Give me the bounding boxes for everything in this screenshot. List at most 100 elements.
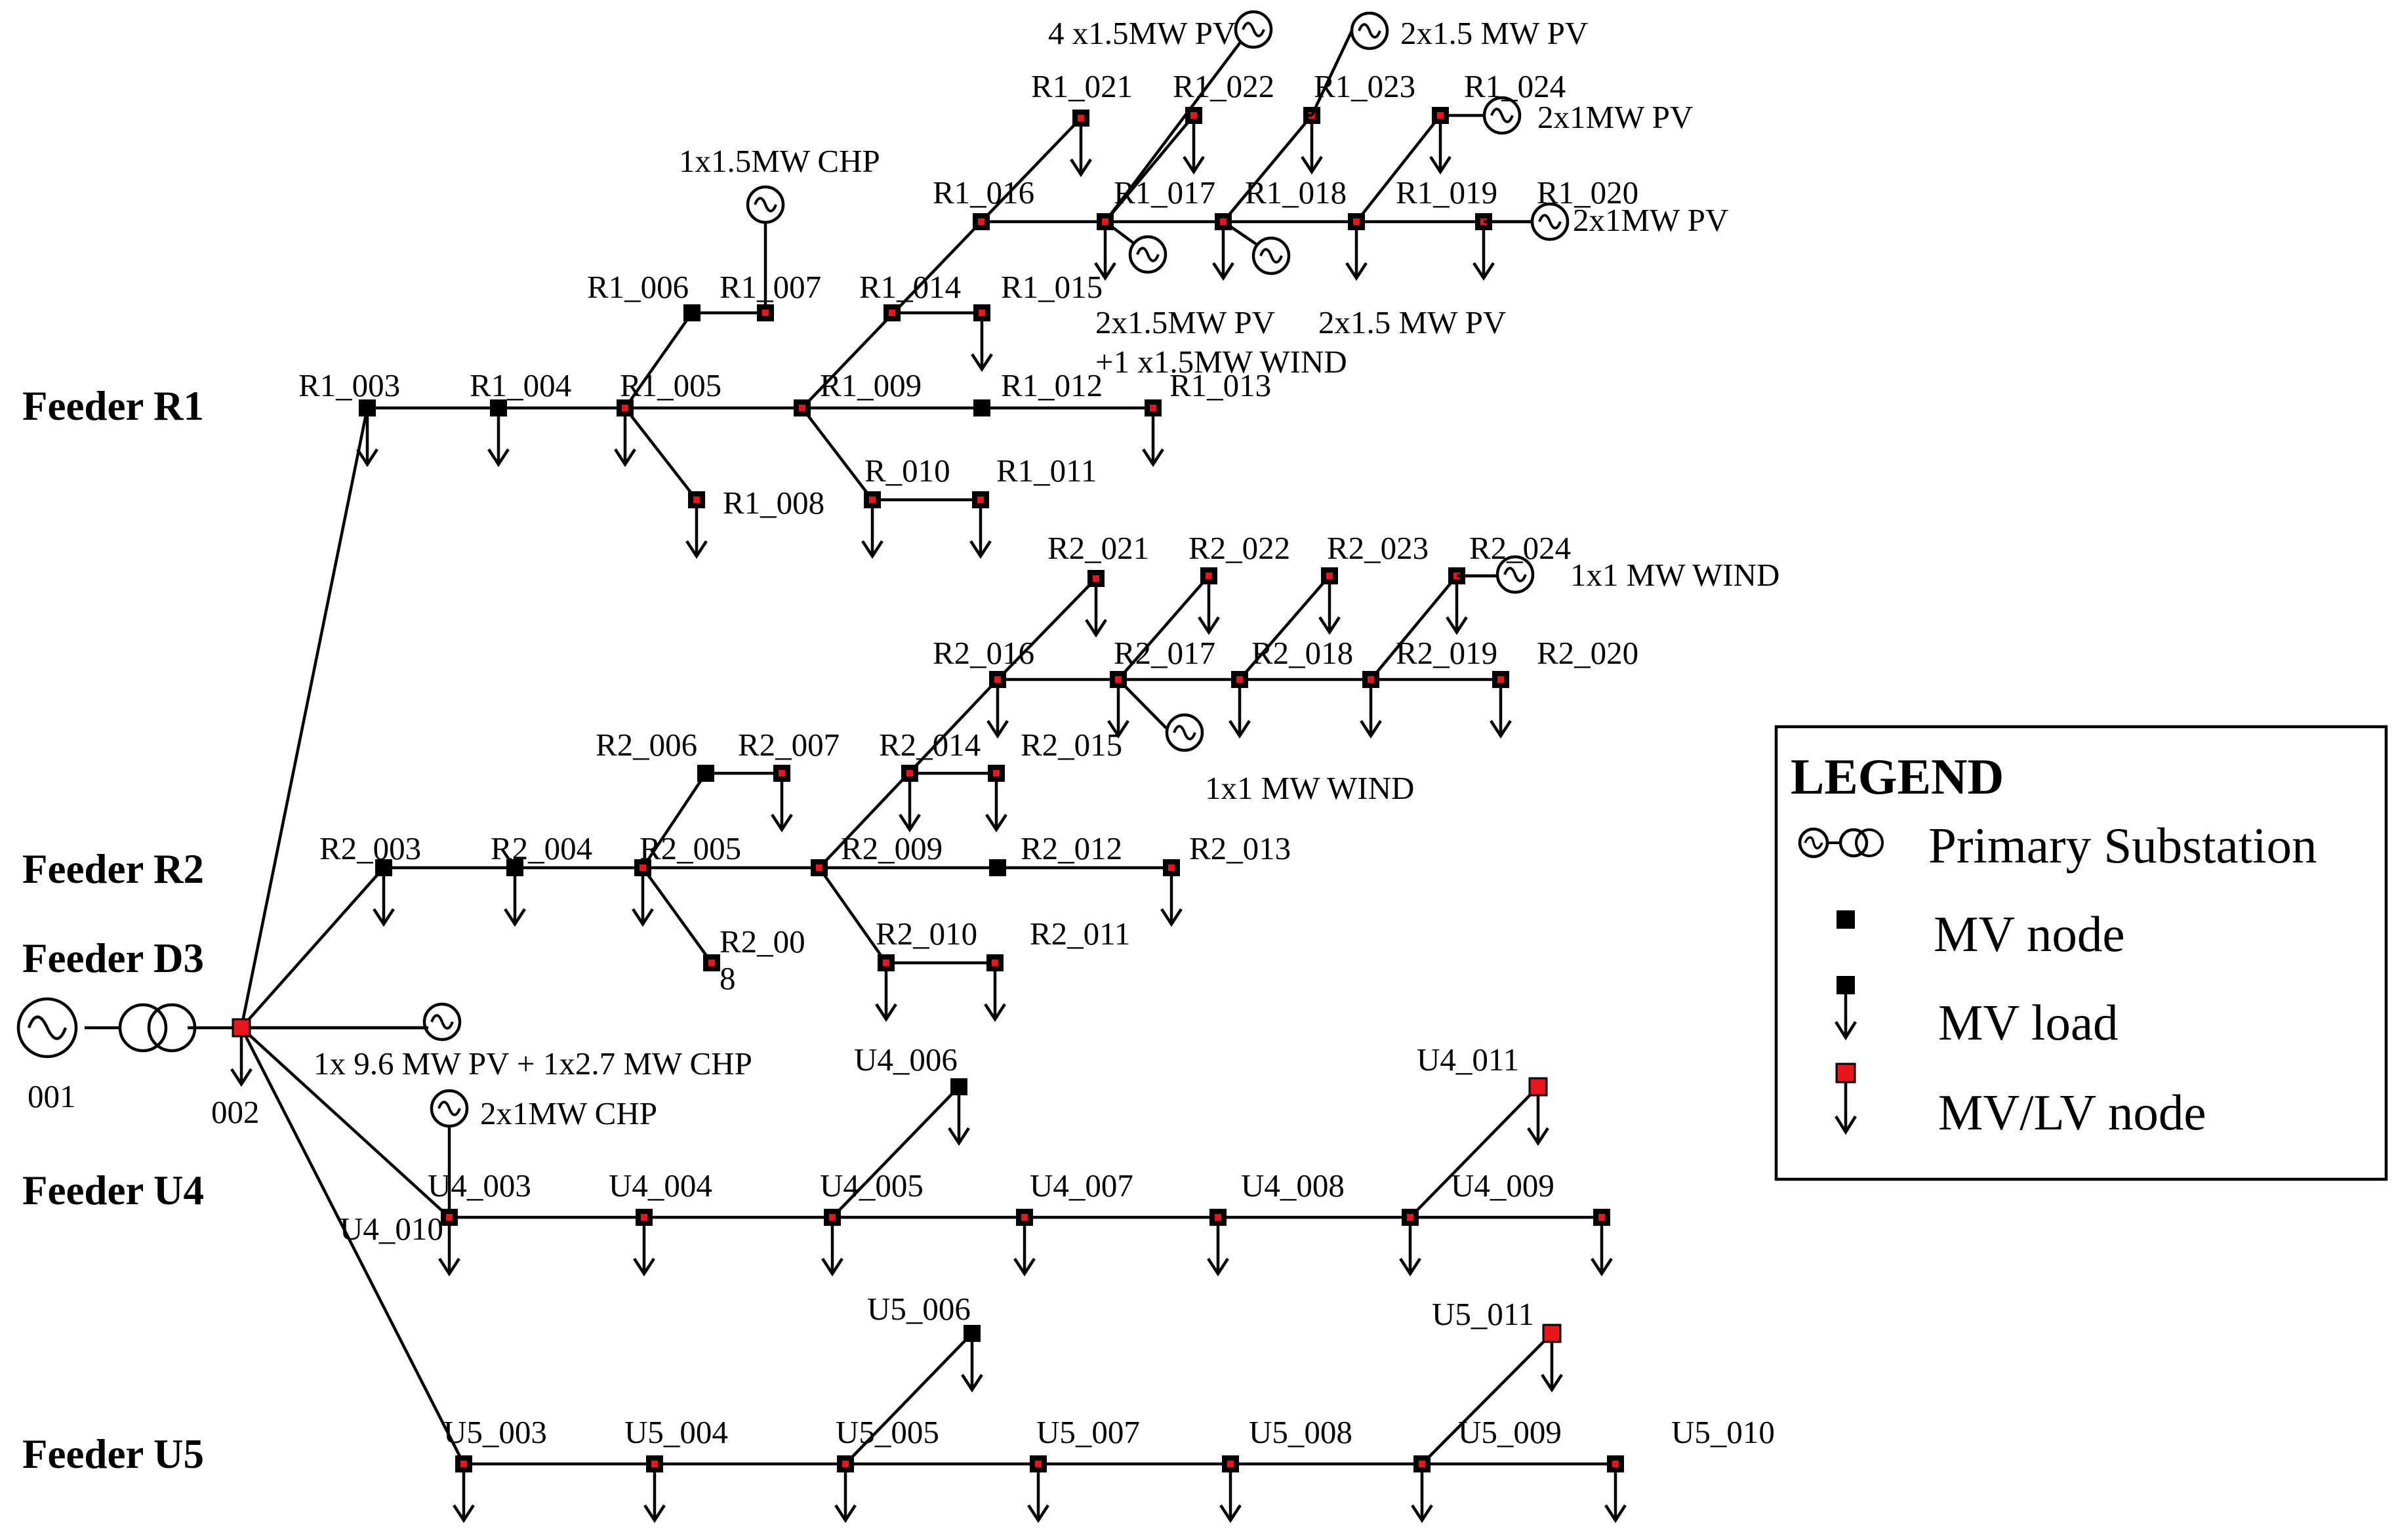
node-label: U4_004 <box>609 1167 712 1204</box>
node-label: R1_012 <box>1001 367 1103 403</box>
generator-label: 1x 9.6 MW PV + 1x2.7 MW CHP <box>314 1045 752 1082</box>
node-label: 8 <box>720 960 736 996</box>
node-label: R1_021 <box>1031 68 1133 104</box>
node-label: R2_024 <box>1469 530 1571 566</box>
generator-labels: 1x1.5MW CHP 4 x1.5MW PV 2x1.5 MW PV 2x1M… <box>314 15 1779 1131</box>
feeder-labels: Feeder R1 Feeder R2 Feeder D3 Feeder U4 … <box>22 383 204 1477</box>
legend-box <box>1774 725 2388 1181</box>
node-label: R2_011 <box>1030 916 1130 952</box>
node-label: R1_007 <box>720 269 821 305</box>
node-label: U5_007 <box>1036 1414 1140 1450</box>
legend-item: MV load <box>1938 994 2119 1051</box>
node-label: R1_009 <box>820 367 922 403</box>
generator-label: 2x1MW PV <box>1537 99 1693 135</box>
node-label: R1_015 <box>1001 269 1103 305</box>
generator-label: 4 x1.5MW PV <box>1048 15 1236 51</box>
node-label: R1_024 <box>1464 68 1566 104</box>
node-label: U5_005 <box>836 1414 939 1450</box>
node-label: R2_007 <box>738 727 840 763</box>
node-label: R2_006 <box>596 727 697 763</box>
legend-item: MV node <box>1934 906 2125 962</box>
generator-label: +1 x1.5MW WIND <box>1095 344 1347 380</box>
node-label: R1_022 <box>1173 68 1274 104</box>
node-label: R2_021 <box>1047 530 1149 566</box>
node-label: 001 <box>28 1078 76 1114</box>
generator-label: 2x1.5 MW PV <box>1400 15 1588 51</box>
node-label: R2_022 <box>1188 530 1290 566</box>
node-label: R1_023 <box>1314 68 1415 104</box>
node-label: R1_013 <box>1169 367 1271 403</box>
node-label: R1_004 <box>470 367 571 403</box>
legend-item: Primary Substation <box>1928 817 2317 874</box>
node-label: U5_003 <box>443 1414 547 1450</box>
feeder-label-u4: Feeder U4 <box>22 1167 204 1213</box>
node-label: U4_008 <box>1241 1167 1345 1204</box>
node-label: R1_019 <box>1396 174 1497 211</box>
legend-mv-load-icon <box>1835 976 1857 1041</box>
legend: LEGEND Primary Substation MV node MV loa… <box>1774 725 2388 1181</box>
red-mvlv-nodes <box>232 1018 1562 1343</box>
node-label: R1_008 <box>723 485 824 521</box>
node-label: U4_007 <box>1030 1167 1133 1204</box>
node-label: R2_014 <box>879 727 981 763</box>
generator-label: 1x1 MW WIND <box>1570 557 1779 593</box>
legend-substation-icon <box>1798 827 1884 859</box>
legend-item: MV/LV node <box>1938 1084 2206 1141</box>
node-label: R2_023 <box>1327 530 1429 566</box>
node-label: R2_013 <box>1189 830 1291 866</box>
generator-label: 2x1MW PV <box>1573 202 1728 238</box>
node-label: R1_011 <box>996 453 1097 489</box>
node-label: R2_019 <box>1396 635 1497 671</box>
feeder-lines <box>85 24 1615 1466</box>
node-label: U4_011 <box>1417 1042 1519 1078</box>
node-label: U4_003 <box>428 1167 531 1204</box>
node-label: U4_009 <box>1451 1167 1554 1204</box>
node-label: R2_018 <box>1251 635 1353 671</box>
node-label: R2_009 <box>841 830 943 866</box>
legend-mv-node-icon <box>1837 910 1855 929</box>
node-label: R2_005 <box>640 830 741 866</box>
node-label: R2_003 <box>319 830 421 866</box>
node-label: R1_017 <box>1114 174 1215 211</box>
node-label: R1_016 <box>933 174 1034 211</box>
node-label: U5_009 <box>1458 1414 1562 1450</box>
node-label: R1_003 <box>298 367 400 403</box>
node-label: R2_00 <box>720 923 805 960</box>
node-label: R1_020 <box>1537 174 1638 211</box>
legend-mvlv-node-icon <box>1835 1063 1857 1135</box>
node-label: R1_014 <box>859 269 961 305</box>
feeder-label-u5: Feeder U5 <box>22 1431 204 1477</box>
node-label: R2_020 <box>1537 635 1638 671</box>
feeder-label-d3: Feeder D3 <box>22 935 204 981</box>
node-label: R2_012 <box>1021 830 1122 866</box>
node-label: 002 <box>211 1094 260 1130</box>
node-label: U4_006 <box>854 1042 958 1078</box>
generator-label: 2x1.5MW PV <box>1095 304 1275 340</box>
node-label: R1_005 <box>620 367 721 403</box>
node-label: U5_008 <box>1249 1414 1352 1450</box>
primary-substation <box>16 997 197 1059</box>
node-label: U5_010 <box>1671 1414 1775 1450</box>
node-label: R1_018 <box>1245 174 1347 211</box>
generator-label: 1x1 MW WIND <box>1205 770 1414 806</box>
generator-label: 2x1.5 MW PV <box>1318 304 1506 340</box>
node-label: R2_004 <box>491 830 592 866</box>
node-label: U4_005 <box>820 1167 924 1204</box>
legend-title: LEGEND <box>1791 748 2004 805</box>
generator-label: 1x1.5MW CHP <box>679 143 880 179</box>
node-label: R2_016 <box>933 635 1034 671</box>
node-label: R1_006 <box>587 269 689 305</box>
node-labels: 001 002 R1_003 R1_004 R1_005 R1_006 R1_0… <box>28 68 1775 1450</box>
node-label: R2_017 <box>1114 635 1215 671</box>
feeder-label-r1: Feeder R1 <box>22 383 204 429</box>
feeder-label-r2: Feeder R2 <box>22 846 204 892</box>
node-label: U5_004 <box>624 1414 728 1450</box>
node-label: R_010 <box>864 453 950 489</box>
node-label: U5_011 <box>1432 1296 1534 1332</box>
node-label: R2_010 <box>876 916 977 952</box>
node-label: R2_015 <box>1021 727 1122 763</box>
generator-label: 2x1MW CHP <box>480 1095 657 1131</box>
node-label: U5_006 <box>867 1291 971 1327</box>
node-label: U4_010 <box>340 1211 443 1247</box>
